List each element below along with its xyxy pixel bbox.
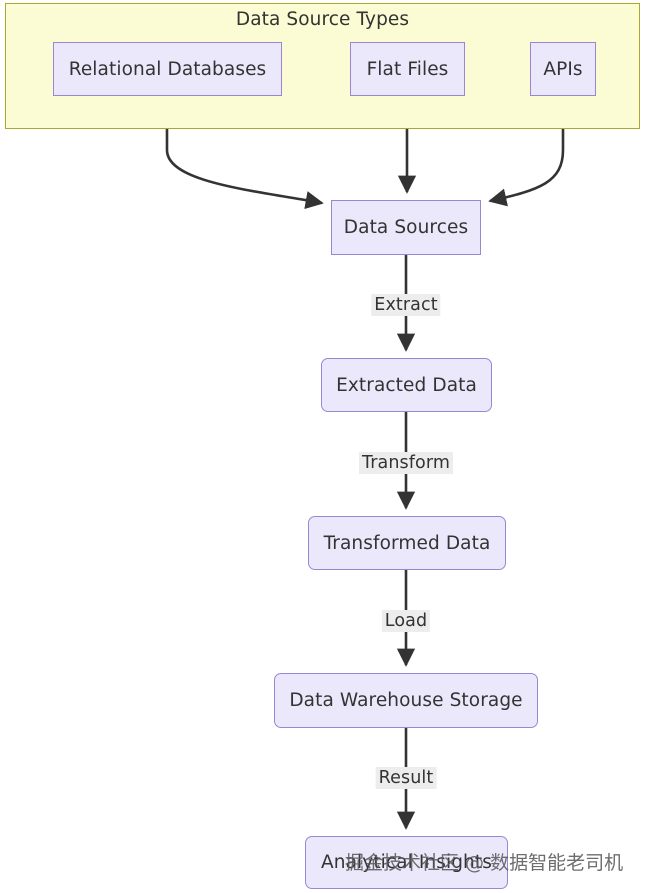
- node-transformed-data[interactable]: Transformed Data: [308, 516, 506, 570]
- node-label: Relational Databases: [68, 58, 267, 80]
- node-analytical-insights[interactable]: Analytical Insights: [305, 836, 508, 889]
- subgraph-title: Data Source Types: [235, 9, 410, 30]
- edge-label-extract: Extract: [371, 294, 441, 316]
- edge-label-load: Load: [381, 610, 431, 632]
- node-extracted-data[interactable]: Extracted Data: [321, 358, 492, 412]
- node-label: APIs: [543, 58, 583, 80]
- edge-relational-databases-to-data-sources: [165, 96, 324, 210]
- edge-label-result: Result: [375, 767, 437, 789]
- node-label: Data Warehouse Storage: [289, 690, 523, 711]
- edge-apis-to-data-sources: [488, 96, 565, 207]
- node-data-sources[interactable]: Data Sources: [331, 200, 481, 255]
- node-label: Extracted Data: [336, 374, 477, 396]
- node-label: Analytical Insights: [321, 852, 492, 873]
- node-label: Transformed Data: [323, 532, 491, 554]
- node-relational-databases[interactable]: Relational Databases: [53, 42, 282, 96]
- node-label: Data Sources: [343, 217, 469, 238]
- node-flat-files[interactable]: Flat Files: [350, 42, 465, 96]
- node-apis[interactable]: APIs: [530, 42, 596, 96]
- edge-label-transform: Transform: [359, 452, 453, 474]
- node-label: Flat Files: [366, 58, 449, 80]
- node-data-warehouse-storage[interactable]: Data Warehouse Storage: [274, 673, 538, 728]
